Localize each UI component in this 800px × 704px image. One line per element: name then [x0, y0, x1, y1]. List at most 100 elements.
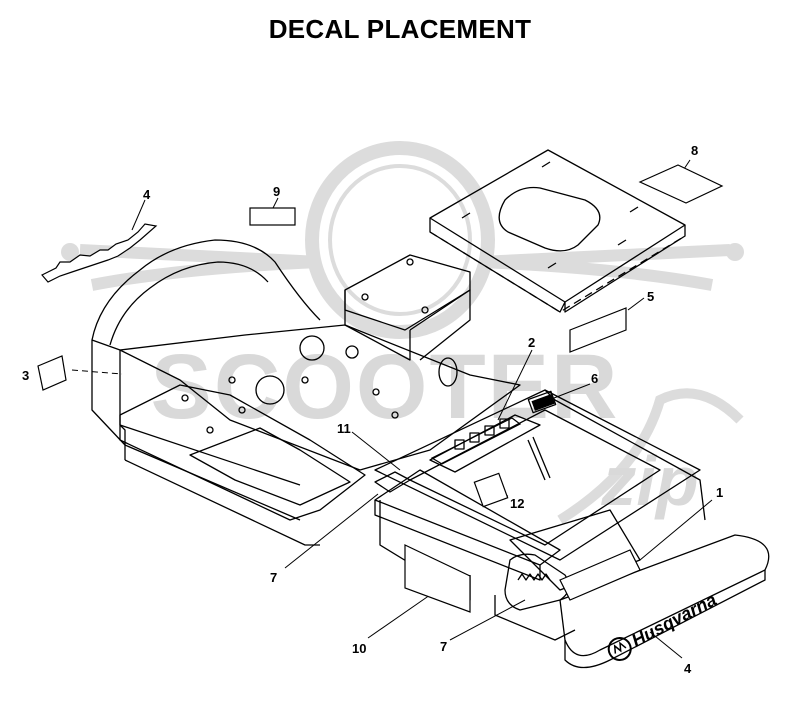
callout-10: 10: [352, 641, 366, 656]
tower-hole-3: [421, 306, 429, 314]
front-arm-teeth: [517, 573, 551, 581]
watermark-text: SCOOTER: [151, 336, 620, 438]
watermark-wing-right: [479, 244, 731, 291]
rail-block: [374, 471, 411, 493]
seat-slot-1: [541, 161, 551, 168]
right-body: [374, 389, 701, 561]
husqvarna-logo: Husqvarna: [607, 589, 720, 661]
bracket-6: [527, 390, 557, 414]
floor-hole-2: [255, 375, 285, 405]
brand-name: Husqvarna: [628, 589, 720, 650]
control-switch-2: [469, 432, 480, 443]
tower-hole-1: [361, 293, 369, 301]
callout-7-front: 7: [440, 639, 447, 654]
callout-1: 1: [716, 485, 723, 500]
front-arm: [504, 553, 570, 611]
front-arm-lower: [494, 595, 576, 641]
decal-2: [430, 417, 522, 465]
center-rail-edge: [374, 500, 541, 581]
compartment-hole-2: [206, 426, 214, 434]
front-bumper: [559, 534, 770, 657]
decal-3: [37, 355, 67, 391]
page-title: DECAL PLACEMENT: [268, 14, 532, 44]
floor-hole-4: [228, 376, 236, 384]
seat-slot-4: [547, 262, 557, 269]
husqvarna-crown-icon: [607, 636, 632, 661]
chassis-drawing: [91, 149, 770, 669]
decal-5: [569, 307, 627, 353]
left-compartment-inner: [189, 427, 351, 506]
callout-9: 9: [273, 184, 280, 199]
callout-2: 2: [528, 335, 535, 350]
seat-tower-side: [409, 289, 471, 361]
leader-7a: [284, 493, 379, 569]
seat-slot-3: [629, 206, 639, 213]
seat-plate-dash: [429, 231, 686, 313]
front-bumper-lower: [564, 570, 766, 669]
leader-6: [553, 383, 591, 399]
callout-8: 8: [691, 143, 698, 158]
leader-4a: [131, 199, 146, 231]
watermark-dot-right: [726, 243, 744, 261]
leader-10: [367, 594, 431, 639]
center-rail: [374, 469, 561, 566]
compartment-hole-1: [181, 394, 189, 402]
seat-tower-front: [344, 290, 411, 361]
decal-1: [559, 549, 641, 601]
control-lever: [527, 436, 551, 481]
callout-5: 5: [647, 289, 654, 304]
leader-4b: [649, 631, 683, 659]
watermark-ring: [305, 141, 495, 339]
left-compartment: [119, 384, 366, 521]
callout-6: 6: [591, 371, 598, 386]
leader-2: [497, 349, 533, 421]
compartment-hole-3: [238, 406, 246, 414]
husqvarna-crown-mark: [613, 641, 627, 654]
watermark-dot-left: [61, 243, 79, 261]
left-fender-inner: [109, 261, 269, 346]
watermark: [61, 141, 744, 525]
callout-11: 11: [337, 421, 351, 436]
decal-12: [473, 472, 509, 508]
decal-6: [531, 394, 555, 411]
leader-3: [71, 369, 123, 375]
control-switch-1: [454, 439, 465, 450]
decal-8: [638, 164, 724, 204]
watermark-swoosh: [557, 388, 744, 525]
leader-11: [351, 431, 401, 471]
seat-plate-edge: [429, 218, 686, 313]
left-lower-wall: [124, 459, 320, 546]
seat-slot-5: [617, 239, 627, 246]
leader-7b: [449, 599, 526, 641]
right-body-inner: [409, 409, 661, 546]
watermark-ring-inner: [328, 164, 472, 316]
leader-1: [639, 499, 713, 561]
left-fender: [91, 239, 321, 341]
floor-hole-7: [391, 411, 399, 419]
floor-hole-1: [299, 335, 325, 361]
callout-4-bumper: 4: [684, 661, 692, 676]
decal-4-side-strip: [41, 223, 158, 283]
callout-12: 12: [510, 496, 524, 511]
decals: [37, 164, 724, 613]
main-floor: [119, 324, 521, 471]
watermark-wing-left: [79, 244, 321, 291]
seat-plate-cutout: [498, 186, 601, 252]
callout-4-left: 4: [143, 187, 151, 202]
tower-hole-2: [406, 258, 414, 266]
seat-slot-2: [461, 212, 471, 219]
decal-9: [249, 207, 296, 226]
callouts: 1 2 3 4 4 5 6 7 7 8 9 10 11 12: [22, 143, 723, 676]
floor-hole-5: [301, 376, 309, 384]
decal-10: [404, 544, 471, 613]
control-switch-3: [484, 425, 495, 436]
floor-hole-3: [345, 345, 359, 359]
callout-3: 3: [22, 368, 29, 383]
callout-7-left: 7: [270, 570, 277, 585]
leader-5: [627, 297, 645, 311]
leader-lines: [71, 159, 713, 659]
floor-hole-6: [372, 388, 380, 396]
tower-slot: [438, 357, 458, 387]
left-side-floor: [119, 424, 301, 521]
